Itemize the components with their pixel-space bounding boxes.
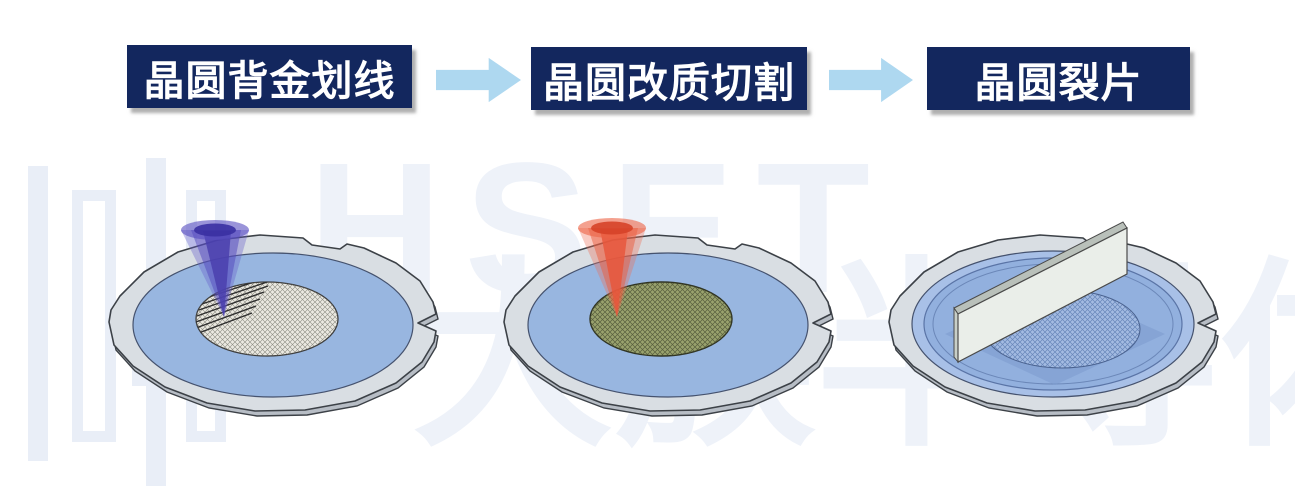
wafer-surface-texture	[590, 282, 732, 356]
step-box-wafer-backmetal-scribing: 晶圆背金划线	[127, 45, 412, 108]
blade-face	[957, 227, 1128, 363]
wafer-illustration-stealth-dicing	[503, 218, 834, 417]
step-box-wafer-breaking: 晶圆裂片	[927, 47, 1190, 110]
step-box-wafer-stealth-dicing: 晶圆改质切割	[531, 47, 807, 110]
step-label: 晶圆裂片	[974, 59, 1143, 106]
laser-cone-red-icon	[578, 218, 646, 317]
flow-arrow-icon	[829, 57, 913, 103]
step-label: 晶圆改质切割	[543, 59, 795, 106]
laser-cone-purple-icon	[181, 220, 249, 317]
wafer-surface-texture	[196, 282, 338, 356]
wafer-illustration-backmetal-scribing	[108, 220, 439, 417]
breaking-blade	[953, 221, 1128, 364]
wafer-illustration-breaking	[888, 221, 1219, 417]
step-label: 晶圆背金划线	[143, 57, 396, 104]
watermark-bar	[28, 166, 48, 461]
flow-arrow-icon	[436, 57, 521, 103]
